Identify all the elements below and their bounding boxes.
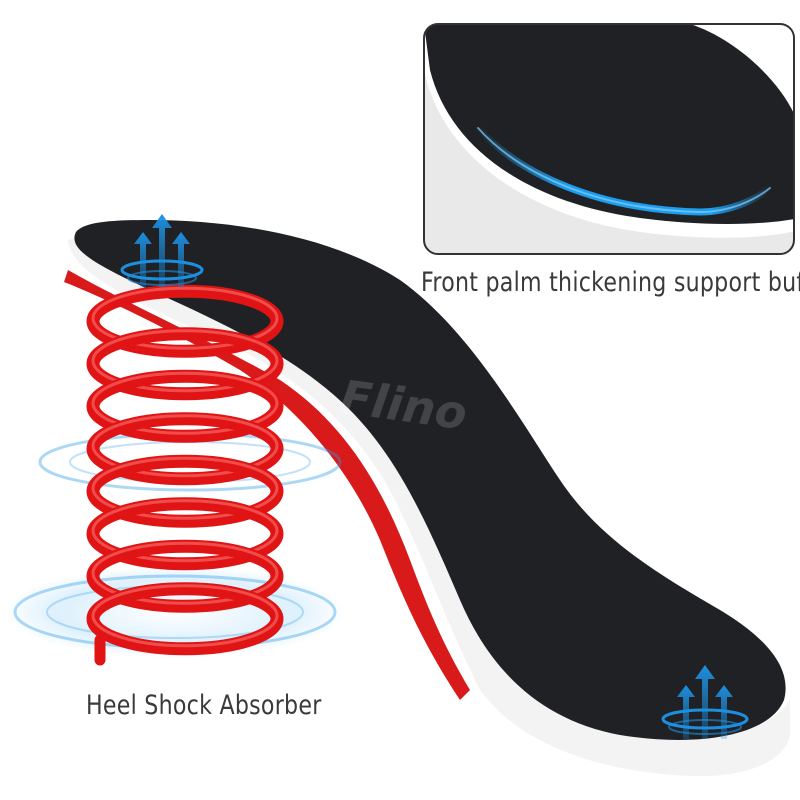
- heel-caption: Heel Shock Absorber: [86, 690, 322, 721]
- spring-coil-highlight: [91, 371, 279, 435]
- front-palm-inset: [423, 23, 795, 255]
- spring-coil-highlight: [91, 286, 279, 350]
- spring-coil-highlight: [91, 456, 279, 520]
- insole: [64, 220, 790, 777]
- spring-coil-highlight: [91, 584, 279, 648]
- spring-coil-highlight: [91, 541, 279, 605]
- spring-coil-highlight: [91, 499, 279, 563]
- spring-coil-highlight: [91, 329, 279, 393]
- front-palm-caption: Front palm thickening support buffer: [421, 267, 800, 298]
- up-arrows-icon: [120, 214, 204, 288]
- heel-spring-icon: [86, 284, 284, 666]
- spring-coil-highlight: [91, 414, 279, 478]
- up-arrows-icon: [661, 665, 749, 739]
